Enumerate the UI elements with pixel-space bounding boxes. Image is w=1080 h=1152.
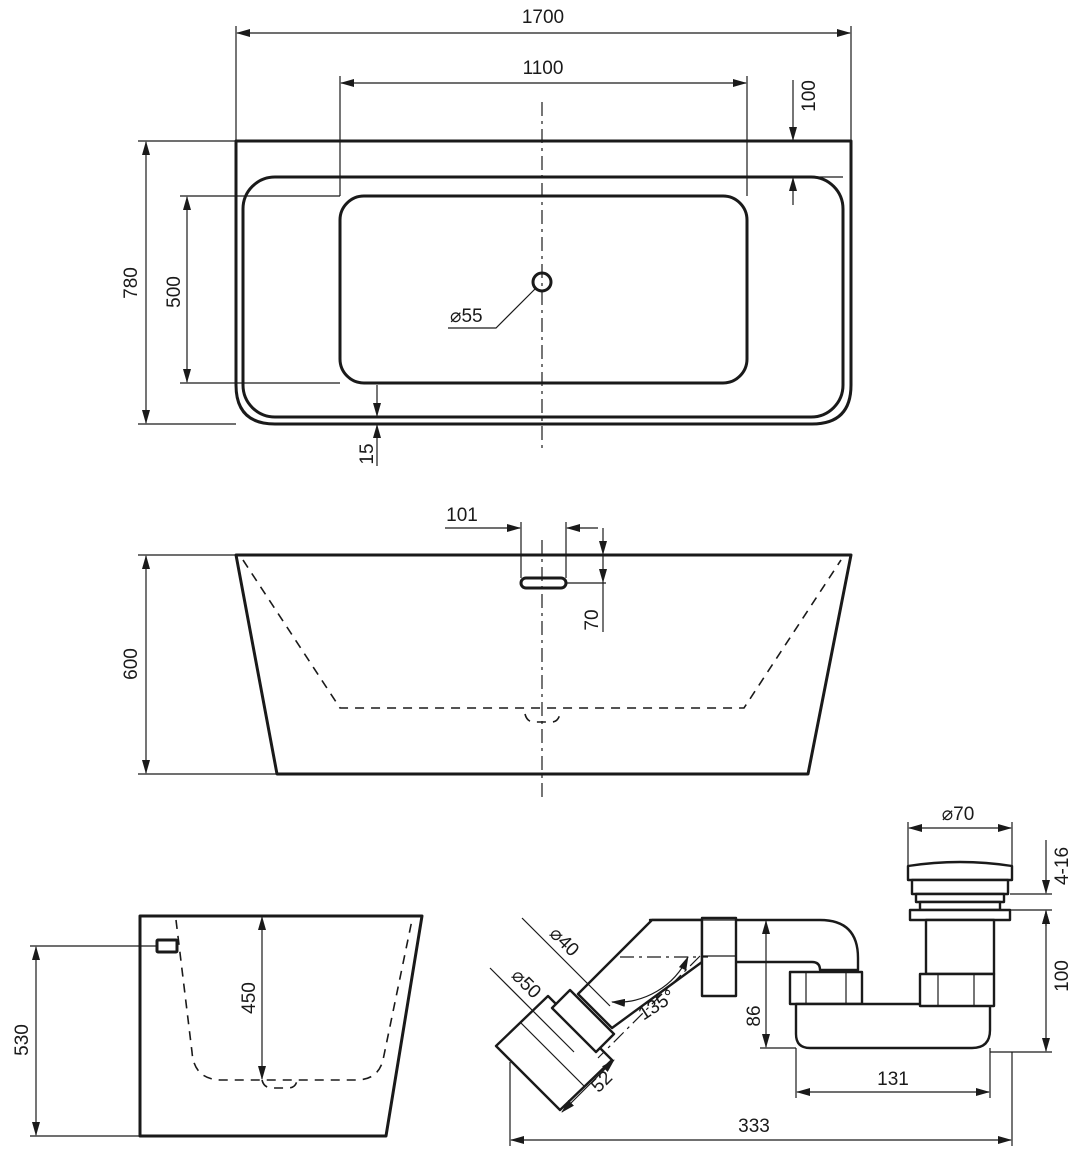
dim-15-label: 15 <box>357 443 378 464</box>
drain-leader-line <box>448 287 537 329</box>
siphon-head-ring <box>910 878 1010 896</box>
siphon-head-stem <box>924 918 996 976</box>
siphon-head-threaded-3 <box>908 908 1012 922</box>
siphon-head-cap <box>906 860 1014 882</box>
dim-d70-label: ⌀70 <box>942 804 975 825</box>
dim-1100-label: 1100 <box>523 58 564 79</box>
side-view: 450 530 <box>12 914 424 1138</box>
overflow-slot <box>519 576 568 590</box>
dim-450-label: 450 <box>239 982 260 1014</box>
dim-d40-label: ⌀40 <box>545 923 583 961</box>
dim-52-line <box>561 1059 615 1113</box>
siphon-bottom-body <box>794 1002 992 1050</box>
side-view-drain-hidden <box>261 1079 298 1089</box>
dim-d50-label: ⌀50 <box>507 965 545 1003</box>
top-view-basin-outline <box>338 194 749 385</box>
dim-100-label: 100 <box>799 80 820 112</box>
dim-86-label: 86 <box>744 1005 765 1026</box>
top-view-outer-outline <box>234 139 853 426</box>
siphon-outlet-ring <box>550 988 616 1054</box>
top-view: ⌀55 1700 1100 100 780 500 15 <box>121 7 853 466</box>
front-view-inner-basin-hidden <box>242 559 842 709</box>
front-view-drain-hidden <box>524 713 561 723</box>
dim-600-label: 600 <box>121 648 142 680</box>
top-view-rim-inner-outline <box>241 175 845 419</box>
front-view-outline <box>234 553 853 776</box>
siphon-diagonal-centerline <box>597 955 701 1059</box>
dim-d50-line <box>489 967 575 1053</box>
dim-101-label: 101 <box>446 505 478 526</box>
dim-siphon-100-label: 100 <box>1052 960 1073 992</box>
dim-70-label: 70 <box>582 609 603 630</box>
siphon-head-nut <box>918 972 996 1008</box>
side-view-overflow <box>155 938 179 954</box>
dim-d40-line <box>521 917 611 1007</box>
dim-131-label: 131 <box>877 1069 909 1090</box>
dim-780-label: 780 <box>121 267 142 299</box>
siphon-view: 135° ⌀40 ⌀50 52 ⌀70 4-16 100 86 <box>489 804 1073 1146</box>
dim-1700-label: 1700 <box>522 7 564 28</box>
dim-333-label: 333 <box>738 1116 770 1137</box>
front-view: 101 70 600 <box>121 505 853 800</box>
dim-530-label: 530 <box>12 1024 33 1056</box>
drain-hole <box>531 271 553 293</box>
drain-diameter-label: ⌀55 <box>450 306 483 327</box>
side-view-inner-basin-hidden <box>175 919 413 1081</box>
siphon-angle-arc <box>611 956 689 1007</box>
siphon-right-nut <box>788 970 864 1006</box>
dim-4-16-label: 4-16 <box>1052 847 1073 885</box>
dim-500-label: 500 <box>164 276 185 308</box>
side-view-outline <box>138 914 424 1138</box>
